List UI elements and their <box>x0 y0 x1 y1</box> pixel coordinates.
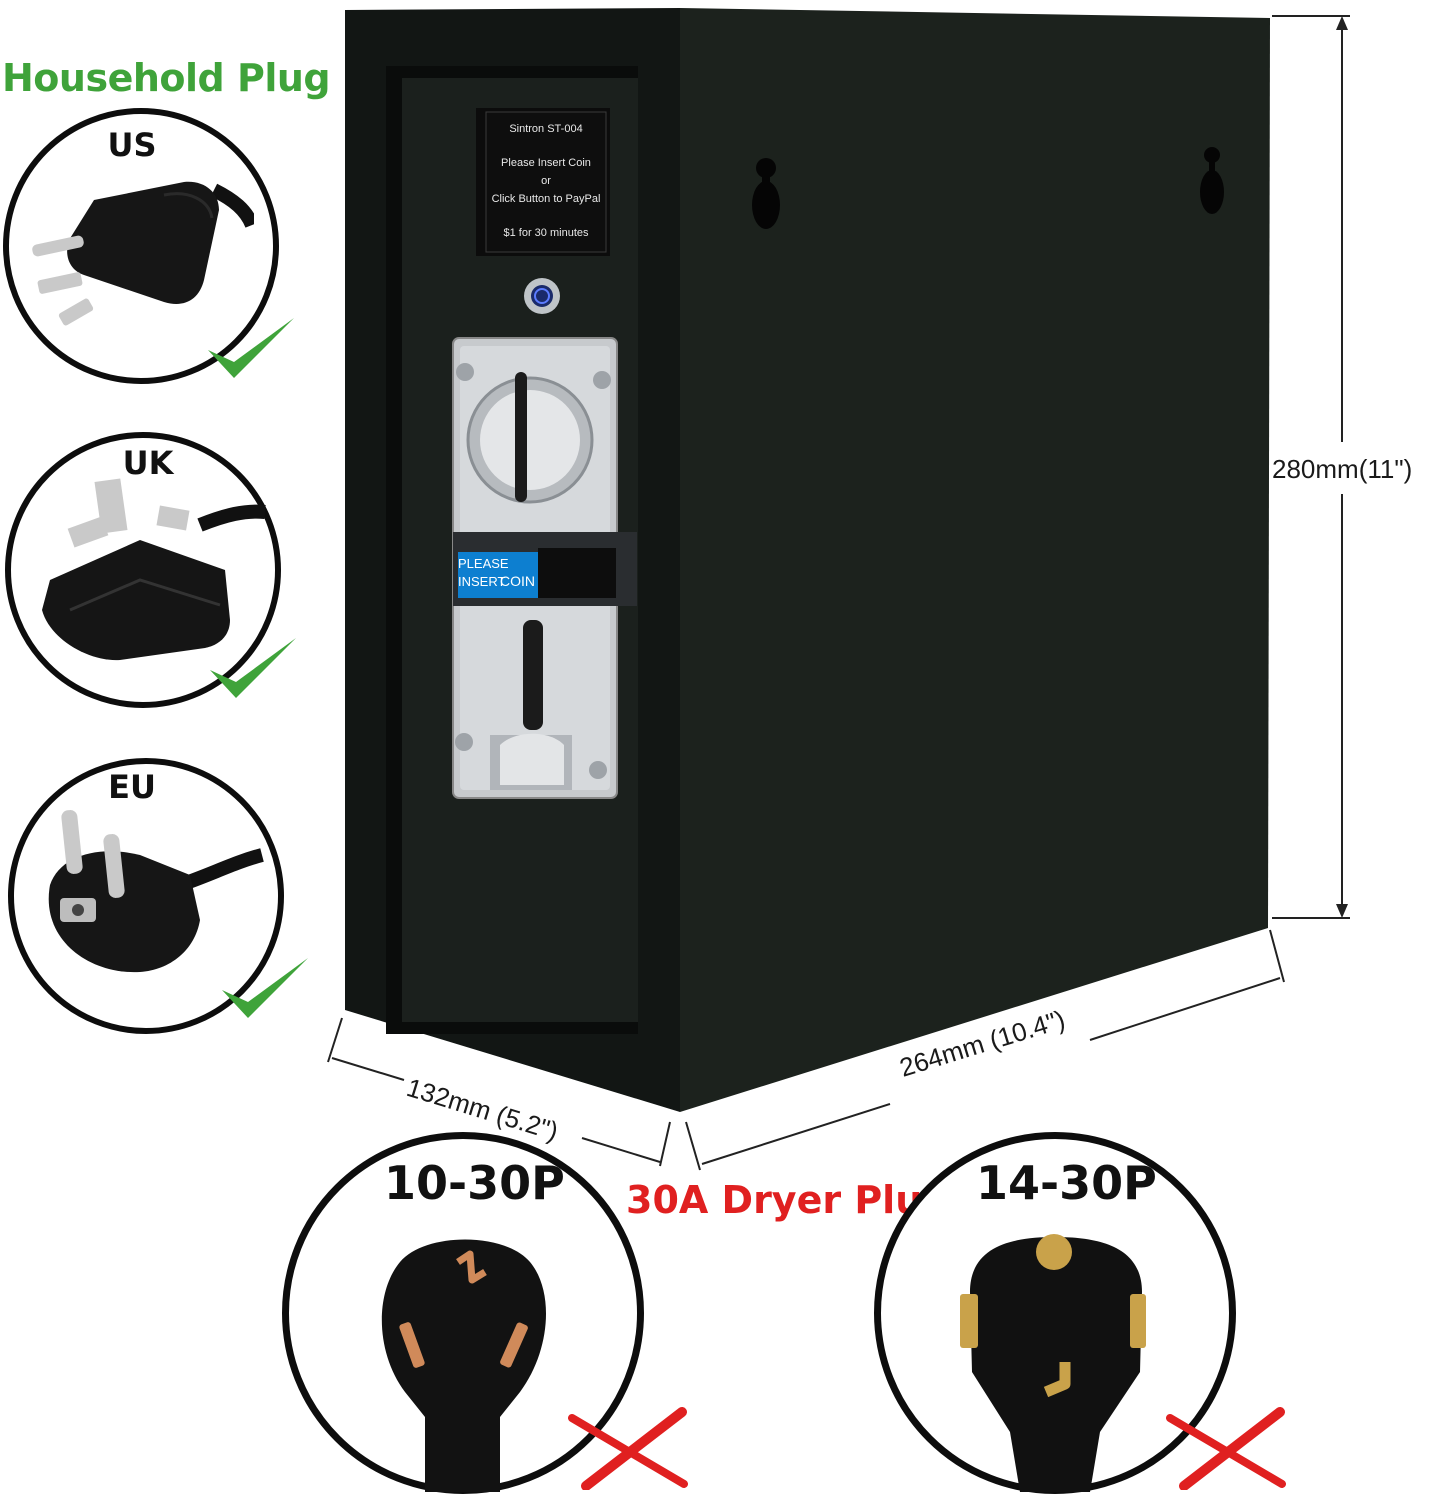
us-plug-label: US <box>107 126 157 164</box>
plug-14-30p-cross-icon <box>1166 1407 1286 1490</box>
uk-check-icon <box>210 638 296 698</box>
eu-plug-label: EU <box>108 768 156 806</box>
dryer-plug-title: 30A Dryer Plug <box>626 1178 950 1222</box>
plug-10-30p-icon <box>381 1239 547 1492</box>
lcd-line-paypal: Click Button to PayPal <box>492 193 601 205</box>
us-plug-icon <box>32 181 254 326</box>
lcd-line-or: or <box>541 175 551 187</box>
lcd-line-price: $1 for 30 minutes <box>504 227 589 239</box>
dim-height-label: 280mm(11") <box>1272 454 1413 484</box>
lcd-screen: Sintron ST-004 Please Insert Coin or Cli… <box>492 123 601 239</box>
plug-14-30p-label: 14-30P <box>976 1156 1157 1210</box>
mount-hole-left <box>752 158 780 229</box>
eu-plug-icon <box>48 810 264 973</box>
coin-label-coin: COIN <box>500 573 535 589</box>
lcd-line-insert: Please Insert Coin <box>501 157 591 169</box>
plug-14-30p-icon <box>960 1234 1146 1492</box>
plug-10-30p-cross-icon <box>568 1407 688 1490</box>
coin-label-insert: INSERT <box>458 574 506 589</box>
household-plug-title: Household Plug <box>2 56 331 100</box>
coin-label-please: PLEASE <box>458 556 509 571</box>
uk-plug-icon <box>42 478 266 661</box>
lcd-line-model: Sintron ST-004 <box>509 123 582 135</box>
us-check-icon <box>208 318 294 378</box>
uk-plug-label: UK <box>122 444 174 482</box>
coin-timer-box <box>345 8 1270 1112</box>
plug-10-30p-label: 10-30P <box>384 1156 565 1210</box>
eu-check-icon <box>222 958 308 1018</box>
mount-hole-right <box>1200 147 1224 214</box>
